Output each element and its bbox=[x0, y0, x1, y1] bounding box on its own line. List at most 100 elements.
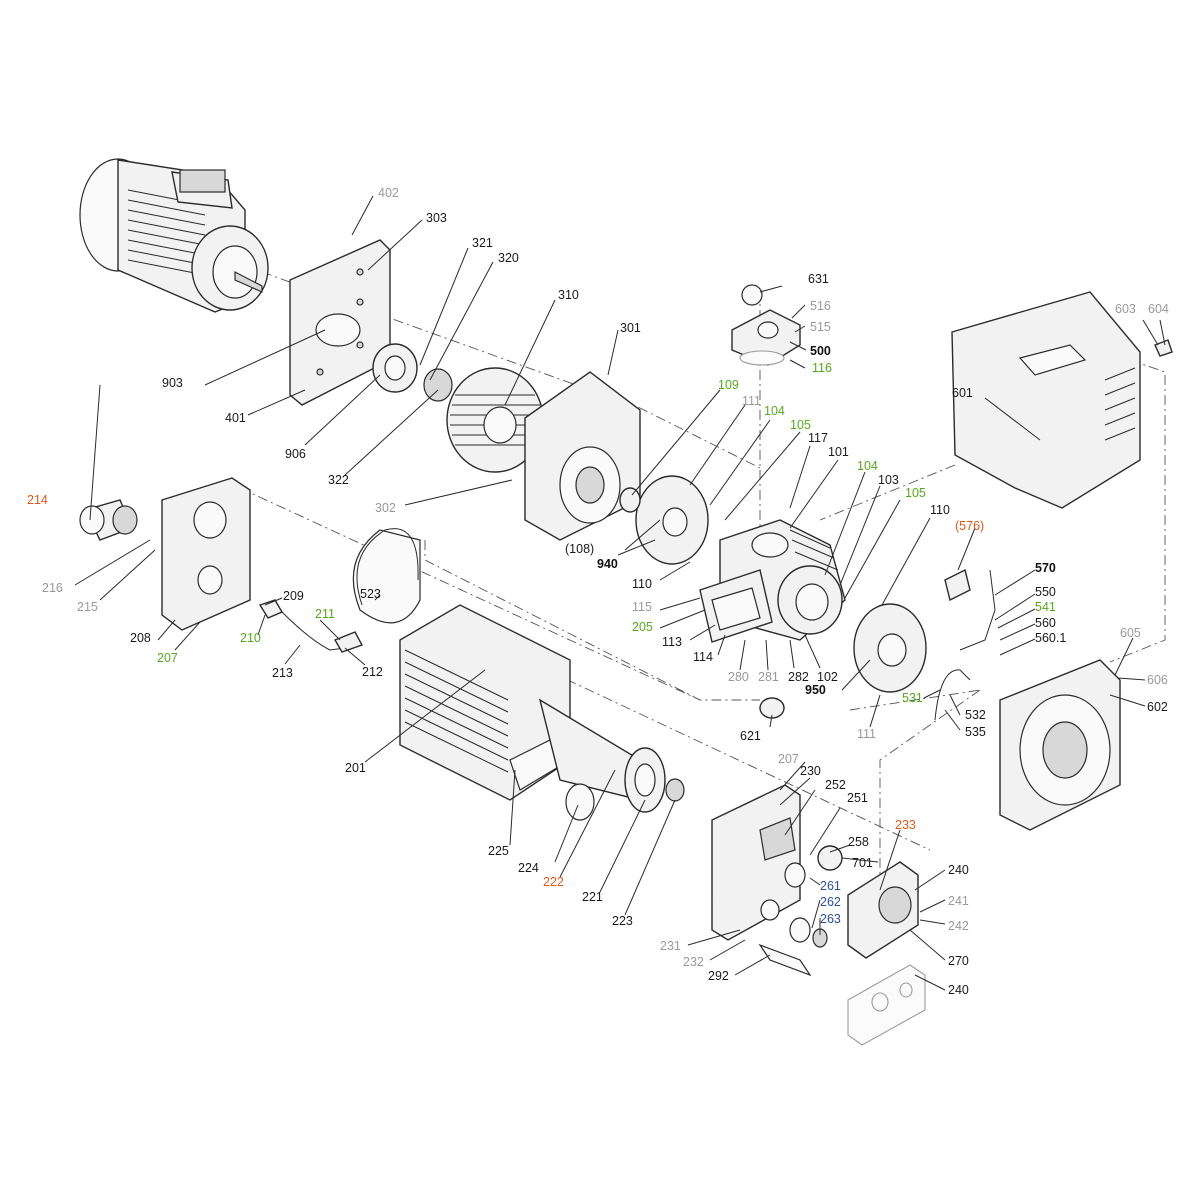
label-103: 103 bbox=[878, 473, 899, 487]
label-241: 241 bbox=[948, 894, 969, 908]
label-516: 516 bbox=[810, 299, 831, 313]
label-116: 116 bbox=[812, 361, 832, 375]
terminal-box-bottom bbox=[711, 784, 801, 941]
label-262: 262 bbox=[820, 895, 841, 909]
part-number-labels: 402 303 321 320 310 301 631 516 515 500 … bbox=[27, 186, 1169, 997]
label-114: 114 bbox=[693, 650, 713, 664]
label-550: 550 bbox=[1035, 585, 1056, 599]
label-251: 251 bbox=[847, 791, 868, 805]
cap-screw-603 bbox=[1154, 339, 1173, 357]
leader-lines bbox=[74, 195, 1166, 991]
label-281: 281 bbox=[758, 670, 779, 684]
label-225: 225 bbox=[488, 844, 509, 858]
fan-housing bbox=[524, 371, 641, 541]
label-604: 604 bbox=[1148, 302, 1169, 316]
motor-housing-box bbox=[399, 604, 571, 801]
label-320: 320 bbox=[498, 251, 519, 265]
end-flange-right bbox=[853, 603, 927, 693]
label-240b: 240 bbox=[948, 983, 969, 997]
label-602: 602 bbox=[1147, 700, 1168, 714]
label-117: 117 bbox=[808, 431, 828, 445]
vacuum-switch bbox=[944, 568, 996, 651]
label-321: 321 bbox=[472, 236, 493, 250]
label-223: 223 bbox=[612, 914, 633, 928]
label-523: 523 bbox=[360, 587, 381, 601]
lifting-eye-assembly bbox=[731, 284, 801, 366]
label-535: 535 bbox=[965, 725, 986, 739]
label-104a: 104 bbox=[764, 404, 785, 418]
mounting-plate bbox=[289, 239, 391, 406]
label-576: (576) bbox=[955, 519, 984, 533]
label-108: (108) bbox=[565, 542, 594, 556]
terminal-lid-ghost bbox=[847, 964, 926, 1046]
label-212: 212 bbox=[362, 665, 383, 679]
label-301: 301 bbox=[620, 321, 641, 335]
label-292: 292 bbox=[708, 969, 729, 983]
label-216: 216 bbox=[42, 581, 63, 595]
label-104b: 104 bbox=[857, 459, 878, 473]
label-105b: 105 bbox=[905, 486, 926, 500]
label-322: 322 bbox=[328, 473, 349, 487]
label-252: 252 bbox=[825, 778, 846, 792]
terminal-box-left bbox=[161, 477, 251, 631]
terminal-lid bbox=[847, 861, 919, 959]
label-222: 222 bbox=[543, 875, 564, 889]
label-258: 258 bbox=[848, 835, 869, 849]
label-310: 310 bbox=[558, 288, 579, 302]
label-500: 500 bbox=[810, 344, 831, 358]
label-601: 601 bbox=[952, 386, 973, 400]
coupling-and-fan bbox=[372, 343, 544, 473]
label-208: 208 bbox=[130, 631, 151, 645]
hood-fins bbox=[1104, 367, 1136, 441]
label-101: 101 bbox=[828, 445, 849, 459]
label-205: 205 bbox=[632, 620, 653, 634]
motor-cylinder bbox=[538, 698, 685, 821]
label-605: 605 bbox=[1120, 626, 1141, 640]
label-280: 280 bbox=[728, 670, 749, 684]
label-560: 560 bbox=[1035, 616, 1056, 630]
label-207b: 207 bbox=[778, 752, 799, 766]
label-211: 211 bbox=[315, 607, 335, 621]
label-109: 109 bbox=[718, 378, 739, 392]
label-302: 302 bbox=[375, 501, 396, 515]
label-209: 209 bbox=[283, 589, 304, 603]
label-603: 603 bbox=[1115, 302, 1136, 316]
label-515: 515 bbox=[810, 320, 831, 334]
fan-cover bbox=[999, 659, 1121, 831]
label-210: 210 bbox=[240, 631, 261, 645]
label-631: 631 bbox=[808, 272, 829, 286]
fitting-531 bbox=[934, 669, 971, 721]
label-213: 213 bbox=[272, 666, 293, 680]
capacitor bbox=[79, 499, 138, 541]
cover-plate bbox=[699, 569, 773, 643]
label-621: 621 bbox=[740, 729, 761, 743]
pump-fins bbox=[789, 529, 839, 571]
label-230: 230 bbox=[800, 764, 821, 778]
label-115: 115 bbox=[632, 600, 652, 614]
label-201: 201 bbox=[345, 761, 366, 775]
label-541: 541 bbox=[1035, 600, 1056, 614]
label-233: 233 bbox=[895, 818, 916, 832]
label-402: 402 bbox=[378, 186, 399, 200]
label-215: 215 bbox=[77, 600, 98, 614]
fan-blades bbox=[450, 394, 542, 446]
label-102: 102 bbox=[817, 670, 838, 684]
label-532: 532 bbox=[965, 708, 986, 722]
label-111b: 111 bbox=[857, 727, 876, 741]
label-940: 940 bbox=[597, 557, 618, 571]
label-906: 906 bbox=[285, 447, 306, 461]
hose-and-fittings bbox=[258, 528, 421, 653]
label-110a: 110 bbox=[632, 577, 652, 591]
label-303: 303 bbox=[426, 211, 447, 225]
label-950: 950 bbox=[805, 683, 826, 697]
label-531: 531 bbox=[902, 691, 923, 705]
label-111a: 111 bbox=[742, 394, 761, 408]
label-401: 401 bbox=[225, 411, 246, 425]
hood-cover bbox=[951, 291, 1141, 509]
label-560-1: 560.1 bbox=[1035, 631, 1066, 645]
label-207a: 207 bbox=[157, 651, 178, 665]
end-flange-left bbox=[619, 475, 709, 565]
label-263: 263 bbox=[820, 912, 841, 926]
box-fins bbox=[404, 649, 509, 773]
label-231: 231 bbox=[660, 939, 681, 953]
